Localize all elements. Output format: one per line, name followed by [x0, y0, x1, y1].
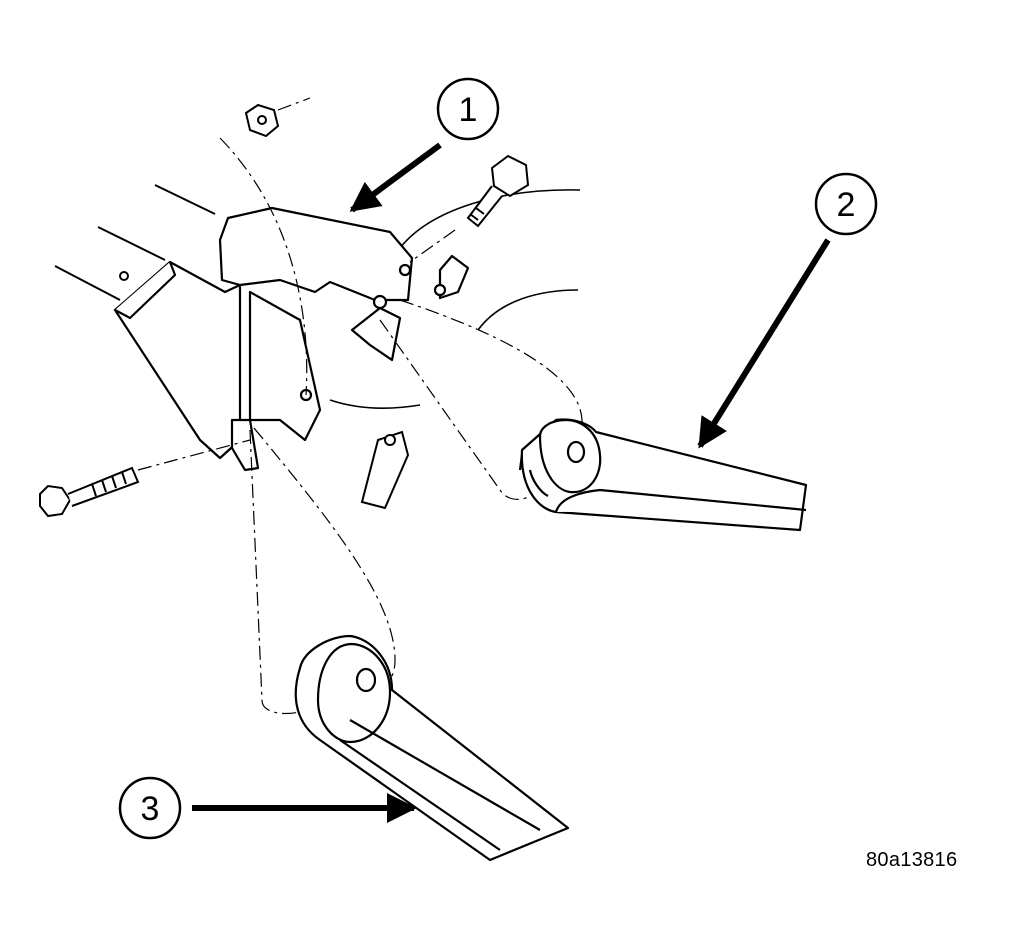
callout-1-number: 1: [459, 91, 478, 129]
nut: [244, 103, 280, 138]
frame-rail: [54, 184, 216, 301]
figure-id-label: 80a13816: [866, 849, 958, 871]
leader-arrows: [192, 142, 831, 823]
left-bolt: [39, 466, 140, 518]
callout-3-number: 3: [141, 790, 160, 828]
lower-control-arm: [294, 634, 570, 862]
upper-bolt: [466, 154, 530, 228]
callout-2-number: 2: [837, 186, 856, 224]
callout-3: 3: [118, 776, 182, 840]
callout-2: 2: [814, 172, 878, 236]
callout-2-arrow: [697, 238, 831, 449]
mounting-bracket: [113, 206, 470, 472]
callout-1-arrow: [349, 142, 442, 213]
callout-1: 1: [436, 77, 500, 141]
upper-control-arm: [518, 418, 808, 532]
background-body-outline: [329, 189, 581, 410]
clip: [360, 430, 410, 510]
